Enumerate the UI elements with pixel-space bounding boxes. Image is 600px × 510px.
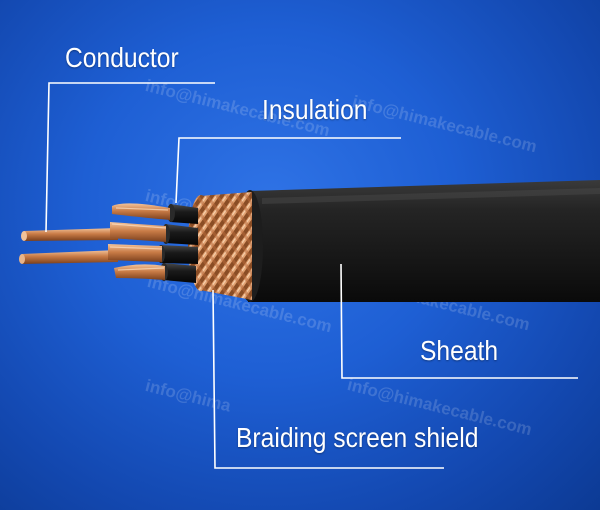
insulation-leader-line — [175, 137, 401, 204]
sheath-label: Sheath — [420, 335, 499, 366]
conductors — [19, 203, 170, 280]
leader-lines — [45, 82, 578, 469]
braiding-screen-shield-label: Braiding screen shield — [236, 422, 479, 453]
sheath-leader-line — [340, 263, 578, 379]
sheath — [237, 180, 600, 302]
insulation-label: Insulation — [262, 94, 368, 125]
braiding-leader-line — [212, 289, 444, 469]
conductor-leader-line — [45, 82, 215, 233]
conductor-label: Conductor — [65, 42, 179, 73]
